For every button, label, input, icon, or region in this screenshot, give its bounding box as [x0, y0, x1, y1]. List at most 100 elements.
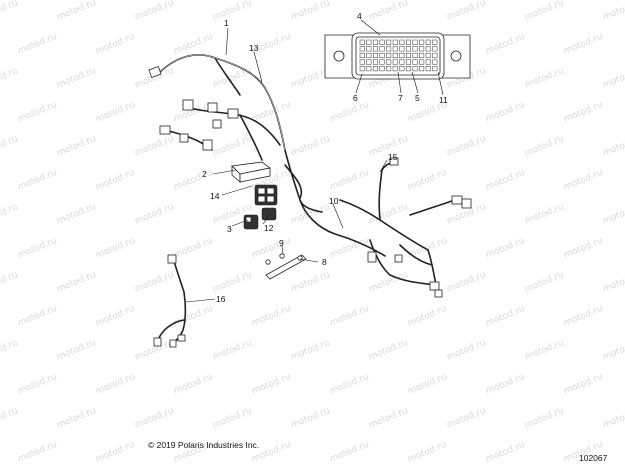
watermark-text: motod.ru [484, 236, 526, 261]
ecu-pin [379, 59, 385, 65]
ecu-pin [372, 66, 378, 72]
watermark-text: motod.ru [289, 270, 331, 295]
watermark-text: motod.ru [55, 270, 97, 295]
watermark-text: motod.ru [250, 304, 292, 329]
ecu-pin [359, 59, 365, 65]
watermark-text: motod.ru [601, 338, 625, 363]
ecu-pin [399, 66, 405, 72]
ecu-pin [399, 59, 405, 65]
ecu-pin [392, 66, 398, 72]
ecu-pin [405, 52, 411, 58]
watermark-text: motod.ru [0, 0, 19, 23]
ecu-pin [419, 52, 425, 58]
watermark-text: motod.ru [523, 202, 565, 227]
watermark-text: motod.ru [289, 134, 331, 159]
watermark-text: motod.ru [523, 0, 565, 23]
callout-2: 2 [202, 169, 207, 179]
watermark-text: motod.ru [211, 270, 253, 295]
ecu-pin [432, 52, 438, 58]
watermark-text: motod.ru [55, 338, 97, 363]
watermark-text: motod.ru [55, 134, 97, 159]
watermark-text: motod.ru [601, 270, 625, 295]
watermark-text: motod.ru [172, 168, 214, 193]
watermark-text: motod.ru [601, 406, 625, 431]
ecu-pin [425, 46, 431, 52]
ecu-pin [399, 46, 405, 52]
watermark-text: motod.ru [562, 100, 604, 125]
diagram-reference-number: 102067 [579, 453, 608, 463]
ecu-pin [419, 46, 425, 52]
ecu-pin [379, 39, 385, 45]
ecu-pin [412, 59, 418, 65]
ecu-pin [379, 46, 385, 52]
callout-4: 4 [357, 11, 362, 21]
auxiliary-harness [153, 254, 187, 348]
watermark-text: motod.ru [16, 168, 58, 193]
watermark-text: motod.ru [94, 168, 136, 193]
ecu-pin [399, 39, 405, 45]
watermark-text: motod.ru [562, 372, 604, 397]
ecu-pin [372, 46, 378, 52]
watermark-text: motod.ru [289, 338, 331, 363]
watermark-text: motod.ru [0, 134, 19, 159]
ecu-pin [412, 66, 418, 72]
watermark-text: motod.ru [289, 202, 331, 227]
ecu-pin [425, 66, 431, 72]
ecu-pin [379, 52, 385, 58]
watermark-text: motod.ru [484, 168, 526, 193]
watermark-text: motod.ru [172, 372, 214, 397]
ecu-pin [412, 46, 418, 52]
ecu-pin [359, 52, 365, 58]
watermark-text: motod.ru [601, 134, 625, 159]
watermark-text: motod.ru [172, 32, 214, 57]
watermark-text: motod.ru [523, 66, 565, 91]
callout-11: 11 [439, 95, 448, 105]
watermark-text: motod.ru [562, 32, 604, 57]
watermark-text: motod.ru [55, 66, 97, 91]
watermark-text: motod.ru [133, 0, 175, 23]
watermark-text: motod.ru [484, 100, 526, 125]
watermark-text: motod.ru [445, 0, 487, 23]
leader-lines [185, 19, 444, 303]
watermark-text: motod.ru [484, 372, 526, 397]
callout-6: 6 [353, 93, 358, 103]
ecu-pin [372, 52, 378, 58]
watermark-text: motod.ru [406, 168, 448, 193]
ecu-pin [425, 39, 431, 45]
watermark-text: motod.ru [445, 134, 487, 159]
callout-labels: 1 2 3 4 5 6 7 8 9 10 11 12 13 14 15 16 [202, 11, 448, 304]
watermark-text: motod.ru [0, 338, 19, 363]
watermark-text: motod.ru [562, 304, 604, 329]
watermark-text: motod.ru [0, 406, 19, 431]
main-harness [159, 54, 456, 286]
watermark-text: motod.ru [0, 270, 19, 295]
ecu-pin [366, 52, 372, 58]
ecu-pin [392, 46, 398, 52]
ecu-pin [372, 39, 378, 45]
ecu-pin [432, 59, 438, 65]
watermark-text: motod.ru [172, 304, 214, 329]
watermark-text: motod.ru [250, 372, 292, 397]
ecu-pin [366, 39, 372, 45]
ecu-pin [432, 39, 438, 45]
mounting-bracket [265, 253, 307, 280]
ecu-pin [379, 66, 385, 72]
watermark-text: motod.ru [55, 406, 97, 431]
ecu-pin [419, 39, 425, 45]
watermark-text: motod.ru [484, 32, 526, 57]
watermark-text: motod.ru [211, 406, 253, 431]
watermark-text: motod.ru [55, 0, 97, 23]
watermark-text: motod.ru [94, 32, 136, 57]
ecu-pin [359, 39, 365, 45]
watermark-text: motod.ru [94, 440, 136, 465]
ecu-pin-grid [359, 39, 438, 72]
watermark-text: motod.ru [328, 168, 370, 193]
ecu-pin [425, 52, 431, 58]
ecu-pin [386, 46, 392, 52]
watermark-text: motod.ru [16, 236, 58, 261]
watermark-text: motod.ru [601, 0, 625, 23]
watermark-text: motod.ru [523, 406, 565, 431]
watermark-text: motod.ru [16, 32, 58, 57]
callout-7: 7 [398, 93, 403, 103]
